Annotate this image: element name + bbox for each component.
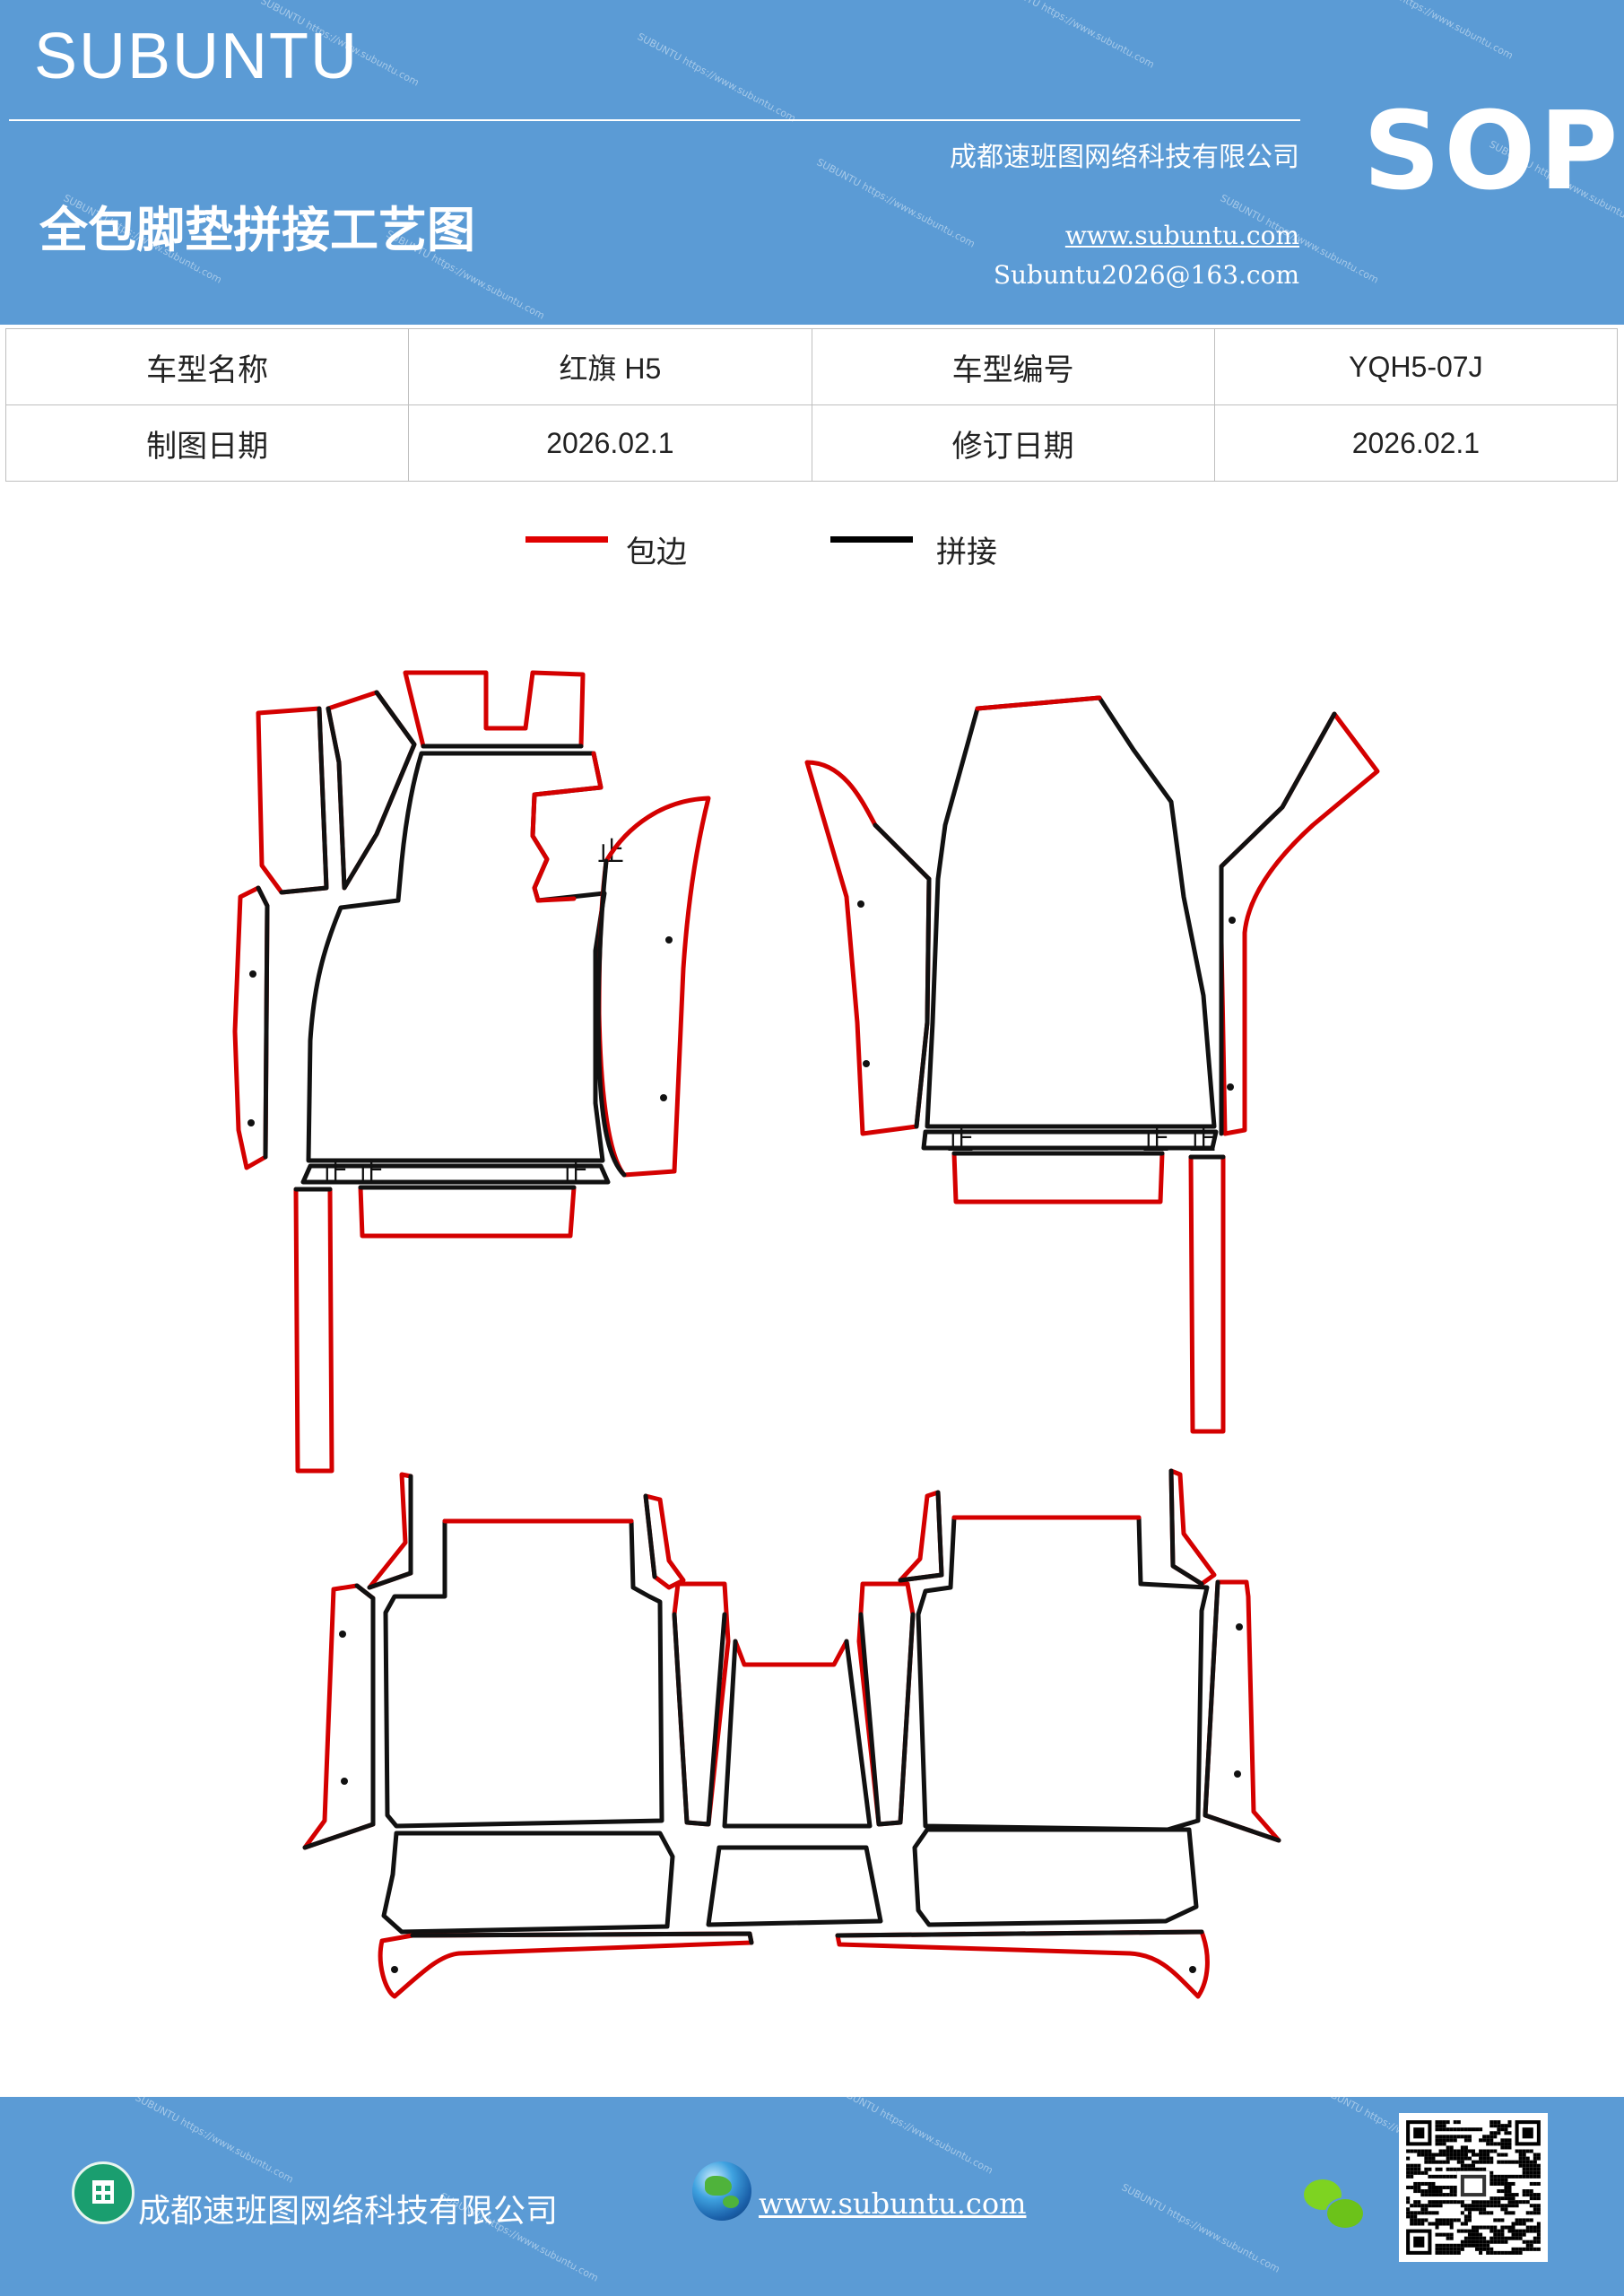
footer-company-name: 成都速班图网络科技有限公司 [138, 2193, 559, 2230]
header-band: SUBUNTU https://www.subuntu.com SUBUNTU … [0, 0, 1624, 325]
seam-line [326, 690, 417, 891]
seam-line [256, 885, 270, 1160]
mat-piece [367, 1472, 413, 1590]
email-address: Subuntu2026@163.com [993, 260, 1299, 290]
seam-line [858, 1612, 916, 1827]
splice-strip [921, 1129, 1219, 1151]
revision-date-value: 2026.02.1 [1213, 404, 1619, 482]
edge-line [530, 751, 604, 903]
mat-piece [1188, 1154, 1226, 1434]
legend-seam-label: 拼接 [936, 535, 997, 570]
mat-piece [383, 1518, 664, 1829]
mat-piece [381, 1831, 675, 1935]
qr-code-icon [1399, 2113, 1548, 2262]
model-code-label: 车型编号 [811, 328, 1215, 405]
draw-date-label: 制图日期 [4, 404, 410, 482]
legend-edge-swatch [525, 536, 608, 543]
legend-seam-swatch [830, 536, 913, 543]
mat-piece [835, 1929, 1210, 1999]
splice-stop-mark: 止 [1189, 1126, 1216, 1157]
mat-piece [256, 706, 329, 895]
seam-line [410, 1931, 754, 1945]
document-title: 全包脚垫拼接工艺图 [39, 201, 475, 258]
building-icon [72, 2161, 135, 2224]
mat-piece [358, 1185, 577, 1239]
company-name: 成都速班图网络科技有限公司 [950, 142, 1299, 173]
seam-line [302, 1583, 376, 1850]
model-name-value: 红旗 H5 [408, 328, 812, 405]
edge-line [733, 1639, 849, 1667]
legend-seam: 拼接 [830, 527, 1037, 572]
splice-stop-mark: 止 [561, 1158, 588, 1189]
seam-line [367, 1474, 413, 1590]
website-link[interactable]: www.subuntu.com [1064, 221, 1299, 250]
mat-piece [403, 670, 586, 749]
vehicle-info-table: 车型名称 红旗 H5 车型编号 YQH5-07J 制图日期 2026.02.1 … [4, 328, 1619, 482]
fastener-dots [248, 900, 1243, 1973]
mat-piece [302, 1583, 376, 1850]
sop-badge: SOP [1363, 90, 1622, 214]
wechat-icon[interactable] [1304, 2179, 1367, 2233]
draw-date-value: 2026.02.1 [408, 404, 812, 482]
legend-edge-label: 包边 [626, 535, 687, 570]
mat-piece [898, 1490, 944, 1583]
front-left-mat-group: 止 止 止 止 [232, 670, 711, 1474]
mat-piece [916, 1515, 1210, 1832]
splice-stop-mark: 止 [321, 1158, 348, 1189]
seam-line [873, 822, 932, 1129]
mat-piece [925, 695, 1217, 1129]
revision-date-label: 修订日期 [811, 404, 1215, 482]
mat-piece [1219, 711, 1380, 1136]
table-row: 制图日期 2026.02.1 修订日期 2026.02.1 [4, 404, 1619, 482]
mat-piece [804, 760, 932, 1136]
seam-line [595, 858, 627, 1178]
globe-icon [692, 2161, 751, 2221]
seam-line [672, 1612, 727, 1827]
splice-strip [300, 1163, 611, 1185]
seam-line [1203, 1579, 1281, 1843]
seam-line [279, 706, 329, 895]
mat-piece [293, 1187, 334, 1474]
mat-piece [951, 1151, 1165, 1205]
mat-piece [672, 1581, 731, 1827]
seam-line [722, 1639, 873, 1829]
seam-line [898, 1490, 944, 1583]
seam-line [1168, 1468, 1204, 1587]
edge-line [975, 695, 1102, 711]
brand-name: SUBUNTU [34, 21, 360, 92]
legend-edge: 包边 [525, 527, 732, 572]
mat-piece [912, 1827, 1199, 1927]
seam-line [1219, 711, 1337, 1136]
footer-band: SUBUNTU https://www.subuntu.com SUBUNTU … [0, 2097, 1624, 2296]
model-code-value: YQH5-07J [1213, 328, 1619, 405]
table-row: 车型名称 红旗 H5 车型编号 YQH5-07J [4, 328, 1619, 405]
mat-piece [378, 1931, 754, 1999]
seam-line [643, 1493, 657, 1579]
footer-website-link[interactable]: www.subuntu.com [759, 2187, 1027, 2221]
mat-piece [706, 1845, 883, 1927]
rear-mat-group [302, 1468, 1281, 1999]
header-divider [9, 119, 1300, 121]
model-name-label: 车型名称 [4, 328, 410, 405]
seam-line [835, 1929, 1204, 1938]
front-right-mat-group: 止 止 止 [804, 695, 1380, 1434]
splice-stop-mark: 止 [357, 1158, 384, 1189]
mat-piece [306, 751, 607, 1163]
